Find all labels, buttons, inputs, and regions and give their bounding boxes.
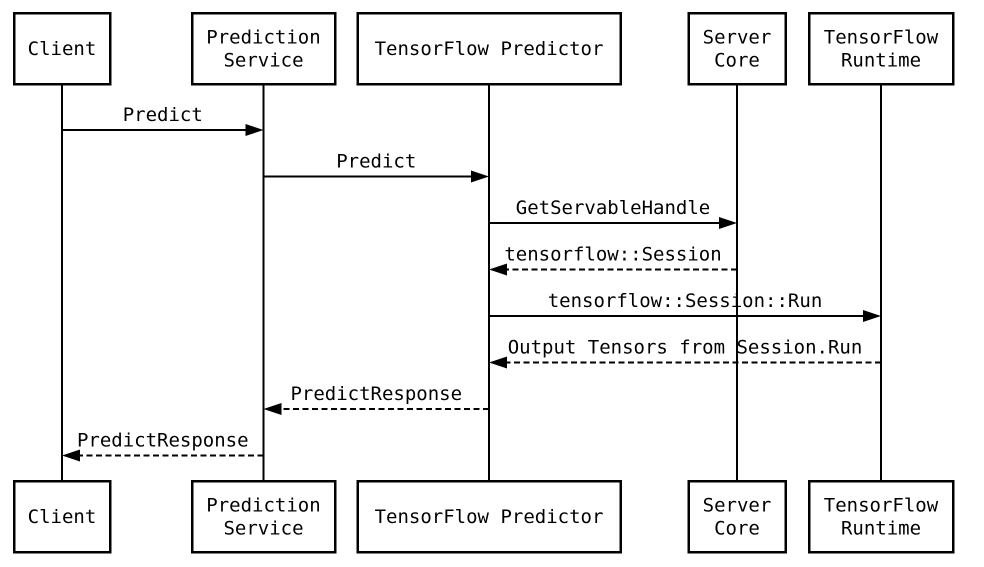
actor-label-line: Server: [703, 27, 772, 49]
actor-label-line: TensorFlow Predictor: [375, 506, 604, 528]
message-label: GetServableHandle: [516, 197, 710, 219]
actor-label-line: TensorFlow: [824, 27, 939, 49]
actor-top-box-server-core: [687, 11, 787, 86]
actor-bottom-label-tensorflow-predictor: TensorFlow Predictor: [375, 506, 604, 528]
actor-bottom-box-client: [12, 479, 112, 554]
message-label: Predict: [336, 151, 416, 173]
actor-label-line: Runtime: [841, 50, 921, 72]
message-1: Predict: [62, 104, 264, 136]
message-arrowhead: [489, 263, 507, 276]
actor-top-label-tensorflow-predictor: TensorFlow Predictor: [375, 38, 604, 60]
actor-top-box-prediction-service: [190, 11, 337, 86]
actor-bottom-box-server-core: [687, 479, 787, 554]
message-arrowhead: [245, 124, 264, 136]
actor-label-line: Prediction: [206, 495, 320, 517]
actor-top-box-tensorflow-predictor: [356, 11, 622, 86]
actor-bottom-box-tensorflow-predictor: [356, 479, 622, 554]
actor-top-box-client: [12, 11, 112, 86]
message-label: PredictResponse: [290, 383, 462, 405]
message-8: PredictResponse: [62, 430, 264, 462]
actor-label-line: Prediction: [206, 27, 320, 49]
actor-label-line: Service: [223, 518, 303, 540]
actor-label-line: Client: [28, 506, 97, 528]
message-3: GetServableHandle: [489, 197, 737, 229]
actor-top-box-tensorflow-runtime: [807, 11, 955, 86]
message-label: Output Tensors from Session.Run: [508, 337, 863, 359]
actor-label-line: Core: [714, 518, 760, 540]
message-label: tensorflow::Session::Run: [548, 290, 823, 312]
message-label: Predict: [123, 104, 203, 126]
message-arrowhead: [263, 403, 282, 415]
actor-label-line: Service: [223, 50, 303, 72]
actor-bottom-box-tensorflow-runtime: [807, 479, 955, 554]
actor-bottom-label-client: Client: [28, 506, 97, 528]
message-2: Predict: [263, 151, 489, 183]
actor-label-line: Runtime: [841, 518, 921, 540]
actor-label-line: TensorFlow: [824, 495, 939, 517]
actor-label-line: Client: [28, 38, 97, 60]
actor-top-label-client: Client: [28, 38, 97, 60]
actor-label-line: Server: [703, 495, 772, 517]
message-arrowhead: [719, 217, 737, 229]
message-6: Output Tensors from Session.Run: [489, 337, 881, 369]
message-5: tensorflow::Session::Run: [489, 290, 881, 322]
message-arrowhead: [471, 170, 489, 183]
actor-label-line: Core: [714, 50, 760, 72]
message-label: PredictResponse: [77, 430, 249, 452]
message-arrowhead: [489, 356, 507, 369]
message-arrowhead: [863, 310, 881, 322]
message-label: tensorflow::Session: [504, 244, 721, 266]
message-4: tensorflow::Session: [489, 244, 737, 276]
message-arrowhead: [62, 449, 80, 462]
actor-bottom-box-prediction-service: [190, 479, 337, 554]
actor-label-line: TensorFlow Predictor: [375, 38, 604, 60]
message-7: PredictResponse: [263, 383, 489, 415]
